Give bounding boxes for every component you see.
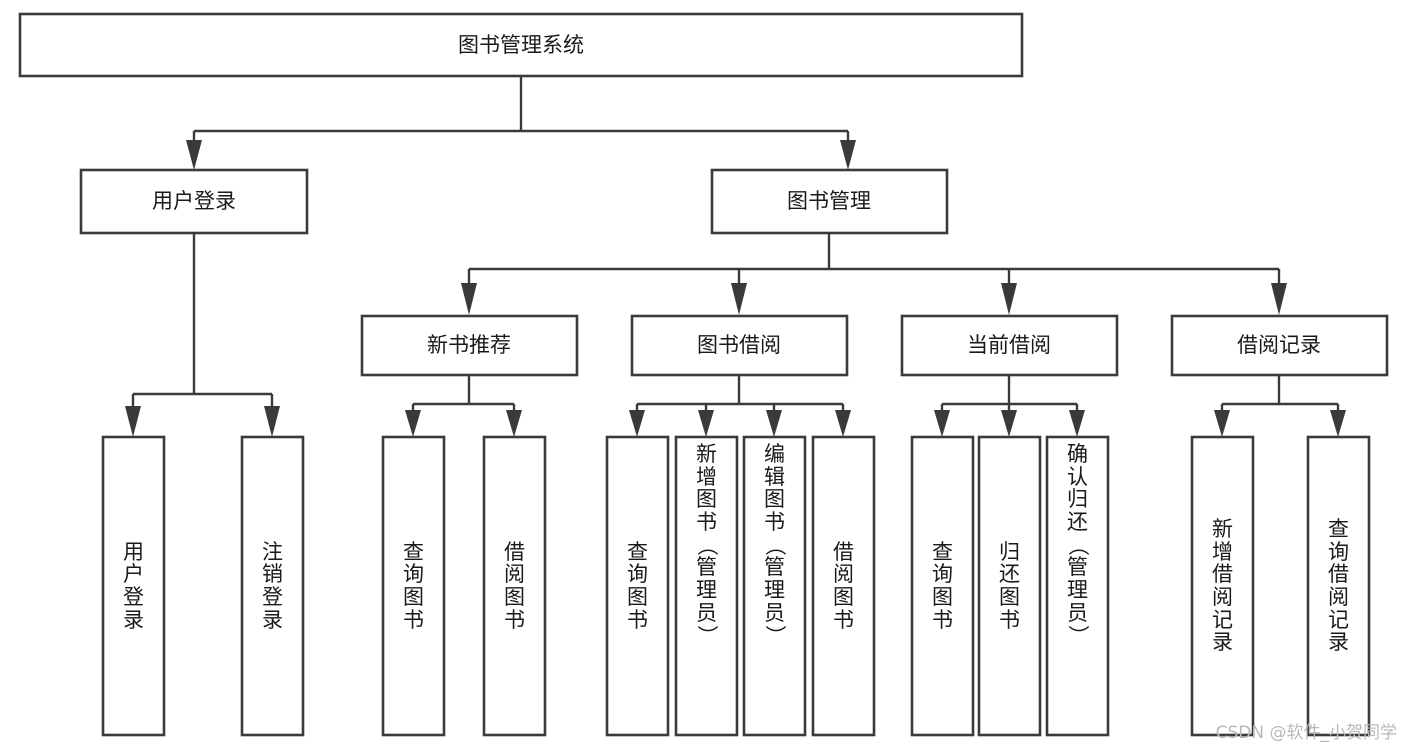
- node-current-borrow-label: 当前借阅: [967, 333, 1051, 357]
- node-book-borrow[interactable]: 图书借阅: [630, 314, 849, 377]
- leaf-box-borrow-record-0[interactable]: [1190, 435, 1255, 737]
- leaf-box-book-borrow-0[interactable]: [605, 435, 670, 737]
- node-root[interactable]: 图书管理系统: [18, 12, 1024, 78]
- node-new-book-recommend-label: 新书推荐: [427, 333, 511, 357]
- leaf-box-book-borrow-3[interactable]: [811, 435, 876, 737]
- node-current-borrow[interactable]: 当前借阅: [900, 314, 1119, 377]
- leaf-box-user-login-0[interactable]: [101, 435, 166, 737]
- node-user-login[interactable]: 用户登录: [79, 168, 309, 235]
- node-borrow-record-label: 借阅记录: [1237, 333, 1321, 357]
- leaf-boxes: [101, 435, 1371, 737]
- leaf-box-current-borrow-0[interactable]: [910, 435, 975, 737]
- leaf-box-borrow-record-1[interactable]: [1306, 435, 1371, 737]
- leaf-box-new-book-0[interactable]: [381, 435, 446, 737]
- node-borrow-record[interactable]: 借阅记录: [1170, 314, 1389, 377]
- connector-new-book-to-leaves: [405, 375, 522, 437]
- connector-user-login-to-leaves: [125, 233, 280, 437]
- connector-book-manage-to-level3: [461, 233, 1287, 315]
- connector-book-borrow-to-leaves: [629, 375, 851, 437]
- node-book-borrow-label: 图书借阅: [697, 333, 781, 357]
- node-new-book-recommend[interactable]: 新书推荐: [360, 314, 579, 377]
- leaf-box-current-borrow-2[interactable]: [1045, 435, 1110, 737]
- leaf-box-book-borrow-2[interactable]: [742, 435, 807, 737]
- leaf-box-user-login-1[interactable]: [240, 435, 305, 737]
- leaf-box-book-borrow-1[interactable]: [674, 435, 739, 737]
- node-root-label: 图书管理系统: [458, 33, 584, 57]
- node-book-manage-label: 图书管理: [787, 189, 871, 213]
- connector-borrow-record-to-leaves: [1214, 375, 1346, 437]
- node-book-manage[interactable]: 图书管理: [710, 168, 949, 235]
- leaf-box-current-borrow-1[interactable]: [977, 435, 1042, 737]
- node-user-login-label: 用户登录: [152, 189, 236, 213]
- leaf-box-new-book-1[interactable]: [482, 435, 547, 737]
- connector-current-borrow-to-leaves: [934, 375, 1085, 437]
- connector-root-to-level2: [186, 76, 856, 170]
